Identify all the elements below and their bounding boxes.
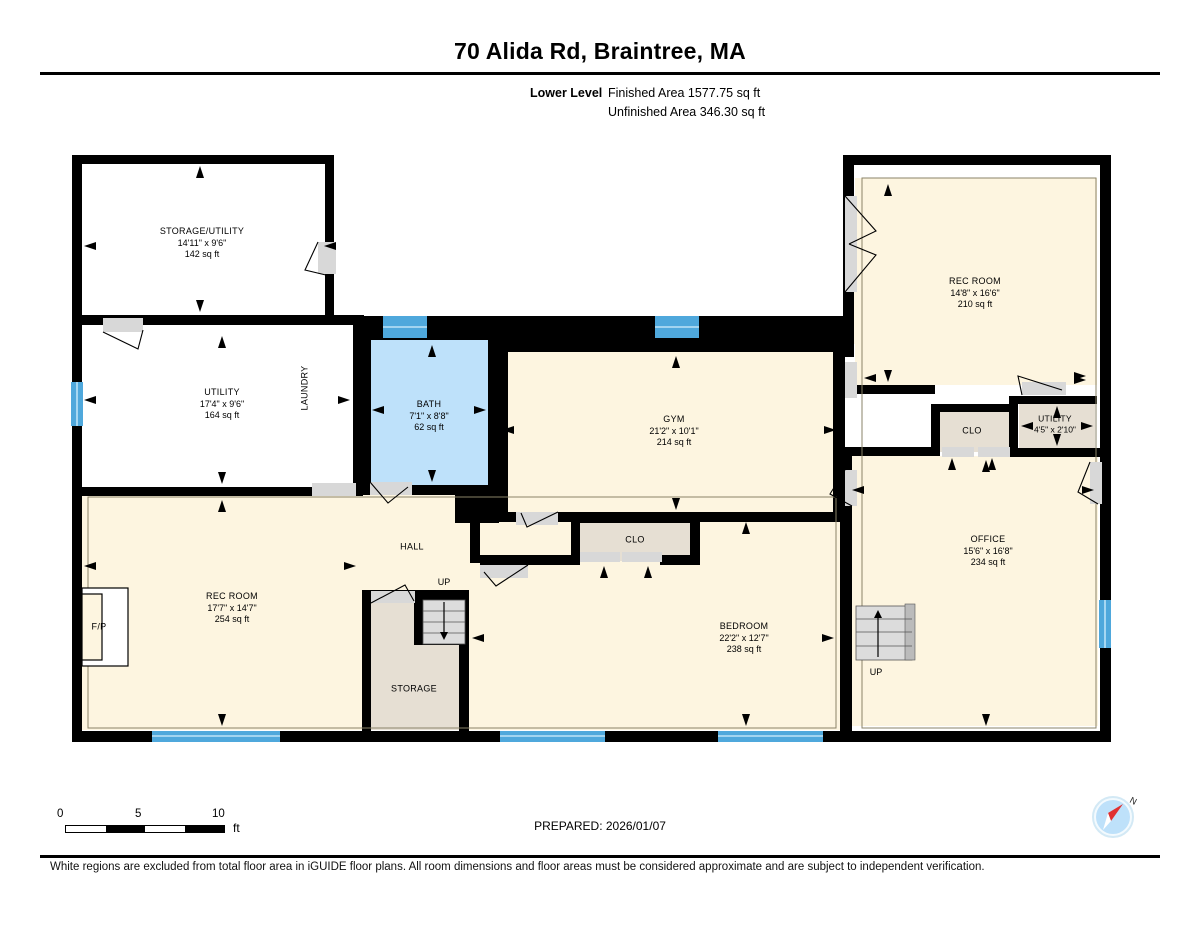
door [845, 244, 857, 292]
wall-seg [845, 447, 940, 456]
door [516, 512, 558, 525]
wall-seg [470, 513, 480, 563]
door [1022, 382, 1066, 395]
scale-tick-0: 0 [57, 808, 64, 820]
wall-seg [571, 513, 699, 523]
title-divider [40, 72, 1160, 75]
wall-seg [325, 155, 334, 255]
room-fill-storage-utility [82, 163, 330, 315]
door [371, 591, 415, 603]
wall-seg [459, 590, 469, 732]
door [845, 362, 857, 398]
prepared-date: PREPARED: 2026/01/07 [534, 819, 666, 833]
compass-needle-south [1103, 813, 1111, 830]
wall-seg [571, 515, 580, 563]
door [103, 318, 143, 332]
level-summary: Lower Level Finished Area 1577.75 sq ft U… [530, 84, 1030, 122]
wall-seg [840, 452, 852, 740]
wall-seg [843, 282, 854, 357]
door [580, 552, 620, 562]
wall-seg [334, 315, 364, 325]
dimension-arrows [84, 166, 1094, 726]
wall-seg [931, 404, 940, 456]
wall-seg [414, 598, 423, 640]
wall-seg [931, 404, 1017, 412]
wall-seg [82, 315, 334, 325]
door [312, 483, 356, 496]
wall-seg [1009, 396, 1018, 456]
door [622, 552, 662, 562]
wall-seg [459, 316, 849, 340]
wall-seg [362, 485, 492, 495]
wall-seg [362, 590, 371, 732]
wall-right-exterior [1100, 155, 1111, 740]
scale-segment [105, 826, 145, 832]
room-fill-clo-right [935, 410, 1013, 452]
wall-seg [480, 555, 580, 565]
door [845, 470, 857, 506]
level-label: Lower Level [530, 86, 603, 100]
door [978, 447, 1010, 457]
stairs-office [855, 603, 916, 661]
room-fill-bath [370, 340, 488, 485]
footer-divider [40, 855, 1160, 858]
room-fill-utility [82, 327, 362, 487]
scale-tick-10: 10 [212, 808, 225, 820]
page-title: 70 Alida Rd, Braintree, MA [454, 38, 746, 64]
door-group [102, 195, 1102, 604]
wall-seg [72, 155, 334, 164]
wall-seg [660, 555, 700, 565]
wall-seg [325, 268, 334, 323]
footer-disclaimer: White regions are excluded from total fl… [50, 861, 985, 873]
stairs-label-hall: UP [437, 577, 451, 587]
wall-seg [353, 322, 363, 492]
wall-seg [362, 330, 371, 490]
scale-bar: 0 5 10 ft [57, 808, 240, 835]
wall-seg [690, 515, 700, 563]
room-fill-rec-room-upper-b [855, 178, 1097, 385]
room-fill-office [850, 456, 1098, 726]
door [942, 447, 974, 457]
scale-tick-5: 5 [135, 808, 142, 820]
compass-north-label: N [1128, 795, 1138, 807]
scale-bar-graphic [65, 825, 225, 833]
fireplace [81, 587, 129, 667]
wall-seg [843, 155, 1111, 165]
wall-seg [82, 487, 363, 496]
door [480, 565, 528, 578]
stairs-label-office: UP [869, 667, 883, 677]
door [845, 196, 857, 244]
compass-needle-north [1108, 804, 1123, 821]
finished-area-text: Finished Area 1577.75 sq ft [608, 86, 761, 100]
room-fill-gym [499, 351, 839, 514]
scale-segment [184, 826, 224, 832]
unfinished-area-text: Unfinished Area 346.30 sq ft [608, 105, 766, 119]
door [1090, 462, 1102, 504]
window-group [71, 316, 1111, 742]
wall-seg [1009, 448, 1101, 457]
stairs-hall [422, 599, 466, 645]
door [318, 242, 336, 274]
scale-ticks: 0 5 10 [57, 808, 247, 822]
scale-unit-label: ft [233, 821, 240, 835]
wall-seg [1009, 396, 1097, 404]
wall-left-exterior [72, 155, 82, 740]
wall-seg [845, 385, 935, 394]
compass-rose: N [1092, 795, 1138, 838]
wall-seg [488, 330, 498, 515]
